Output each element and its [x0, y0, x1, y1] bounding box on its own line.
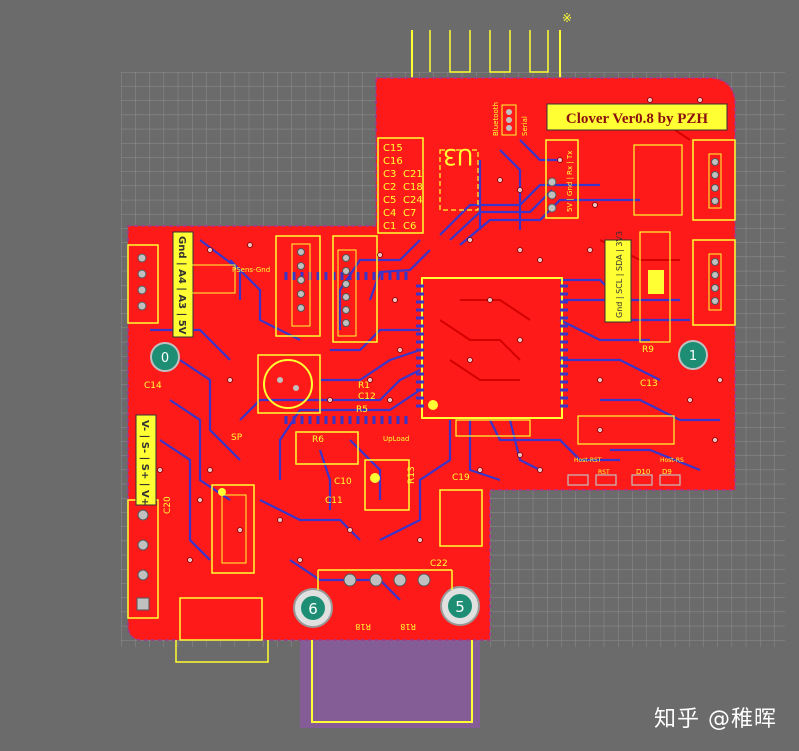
regulator[interactable] [639, 231, 671, 343]
part-c13: C13 [640, 379, 658, 389]
pcb-board[interactable] [127, 77, 736, 641]
rst-label: RST [598, 469, 610, 476]
vias [157, 97, 723, 563]
psensor-label: PSens-Gnd [232, 266, 270, 274]
part-r6: R6 [312, 435, 324, 445]
mount-hole-6[interactable]: 6 [293, 588, 333, 628]
usb-keepout-area [300, 640, 480, 728]
uart-label: 5V | Gnd | Rx | Tx [566, 151, 574, 212]
reset-label: Host-RST [574, 457, 602, 464]
connector-top-right[interactable] [692, 139, 736, 221]
cap-c5: C5 [383, 195, 396, 206]
part-c11: C11 [325, 496, 343, 506]
part-d9: D9 [662, 468, 672, 476]
analog-header[interactable] [127, 244, 159, 324]
crystal-footprint[interactable] [455, 419, 531, 437]
cap-c21: C21 [403, 169, 423, 180]
header-mid-left[interactable] [275, 235, 321, 337]
cap-labels: C15 C16 C3 C2 C5 C4 C1 C21 C18 C24 C7 C6 [383, 143, 423, 232]
mcu-footprint[interactable] [284, 272, 568, 424]
cap-c15: C15 [383, 143, 403, 154]
mount-hole-0-label: 0 [161, 351, 169, 366]
cap-c7: C7 [403, 208, 416, 219]
battery-connector[interactable] [175, 597, 269, 663]
part-c12: C12 [358, 392, 376, 402]
psensor-footprint[interactable] [189, 264, 236, 294]
servo-label: V- | S- | S+ | V+ [139, 420, 150, 506]
mount-hole-1-label: 1 [689, 349, 697, 364]
cap-c1: C1 [383, 221, 396, 232]
part-r13: R13 [407, 466, 417, 484]
board-title: Clover Ver0.8 by PZH [566, 111, 709, 127]
antenna-trace [429, 30, 549, 73]
usb-connector[interactable] [311, 569, 473, 723]
mount-hole-0[interactable]: 0 [150, 342, 180, 372]
i2c-label-box: Gnd | SCL | SDA | 3V3 [604, 231, 632, 323]
header-mid-right[interactable] [332, 235, 378, 343]
cap-c18: C18 [403, 182, 423, 193]
bt-switch[interactable] [501, 104, 517, 136]
part-c20: C20 [163, 496, 173, 514]
c19-footprint[interactable] [439, 489, 483, 547]
cap-c16: C16 [383, 156, 403, 167]
bluetooth-label: Bluetooth [492, 102, 500, 136]
servo-label-box: V- | S- | S+ | V+ [135, 414, 157, 506]
buzzer[interactable] [257, 354, 321, 414]
uart-header[interactable]: 5V | Gnd | Rx | Tx [545, 139, 579, 219]
mount-hole-5[interactable]: 5 [440, 586, 480, 626]
analog-label-box: Gnd | A4 | A3 | 5V [172, 231, 194, 338]
ic-power[interactable] [295, 431, 359, 465]
serial-label: Serial [521, 116, 529, 136]
u3-label: U3 [443, 143, 473, 168]
reset-label-2: Host-RS [660, 457, 684, 464]
ic-upload[interactable]: UpLoad [364, 435, 410, 511]
mount-hole-6-label: 6 [308, 600, 318, 618]
part-c19: C19 [452, 473, 470, 483]
connector-i2c[interactable] [692, 239, 736, 326]
part-c10: C10 [334, 477, 352, 487]
watermark: 知乎 @稚晖 [654, 707, 777, 732]
origin-marker: ※ [562, 11, 572, 25]
part-c14: C14 [144, 381, 162, 391]
cap-c2: C2 [383, 182, 396, 193]
cap-c6: C6 [403, 221, 416, 232]
sensor-footprint[interactable] [633, 144, 683, 216]
bottom-traces [150, 139, 720, 601]
part-c22: C22 [430, 559, 448, 569]
ic-driver[interactable] [211, 484, 255, 574]
u3-module[interactable]: U3 [377, 137, 479, 234]
title-block: Clover Ver0.8 by PZH [546, 103, 728, 131]
cap-c4: C4 [383, 208, 396, 219]
part-r18a: R18 [355, 622, 371, 631]
mount-hole-1[interactable]: 1 [678, 340, 708, 370]
analog-label: Gnd | A4 | A3 | 5V [176, 236, 187, 335]
pin1-marker [428, 400, 438, 410]
upload-label: UpLoad [383, 435, 409, 443]
part-r18b: R18 [400, 622, 416, 631]
part-sp: SP [231, 433, 243, 443]
mount-hole-5-label: 5 [455, 598, 465, 616]
cap-c3: C3 [383, 169, 396, 180]
cap-c24: C24 [403, 195, 423, 206]
part-r5: R5 [356, 405, 368, 415]
i2c-label: Gnd | SCL | SDA | 3V3 [615, 231, 624, 318]
part-designators: C14 C20 C10 C11 C19 C22 C12 C13 R1 R5 R6… [144, 345, 672, 631]
part-r1: R1 [358, 381, 370, 391]
part-r9: R9 [642, 345, 654, 355]
reset-area[interactable]: Host-RST Host-RS RST [567, 415, 684, 486]
part-d10: D10 [636, 468, 650, 476]
